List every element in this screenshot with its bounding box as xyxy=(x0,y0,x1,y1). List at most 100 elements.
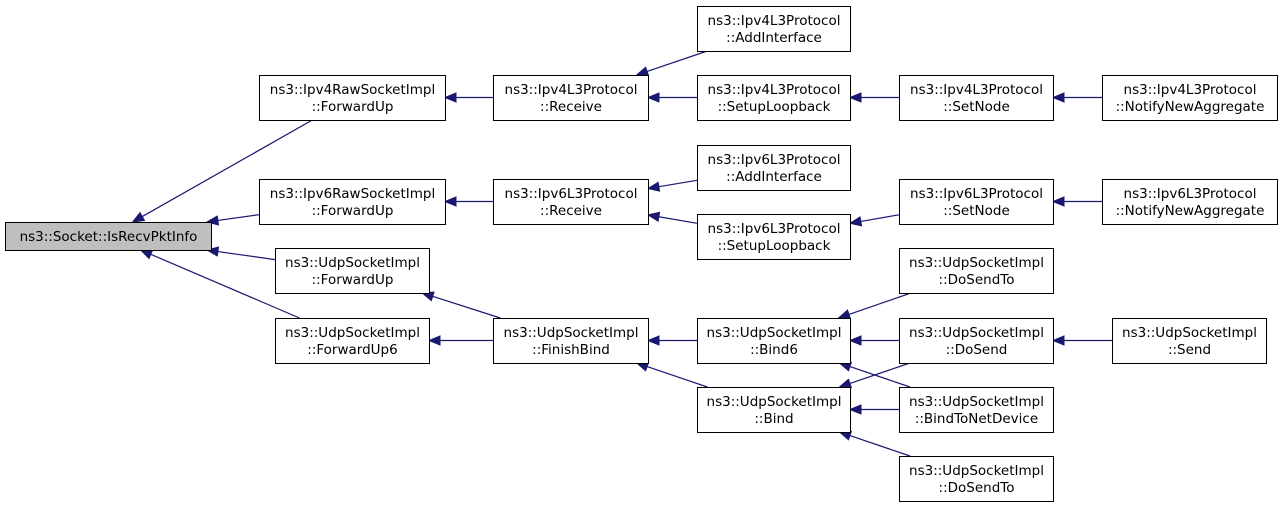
node-box[interactable] xyxy=(697,387,851,433)
node-box[interactable] xyxy=(259,179,446,225)
edge-udp_dosendto_a-to-udp_bind6 xyxy=(837,292,912,320)
node-label: ns3::Ipv6L3Protocol xyxy=(708,221,841,237)
node-ipv6raw_fwd[interactable]: ns3::Ipv6RawSocketImpl::ForwardUp xyxy=(259,179,446,225)
node-udp_dosendto_b[interactable]: ns3::UdpSocketImpl::DoSendTo xyxy=(899,456,1054,502)
node-box[interactable] xyxy=(1102,179,1278,225)
node-ipv6l3_notify[interactable]: ns3::Ipv6L3Protocol::NotifyNewAggregate xyxy=(1102,179,1278,225)
node-box[interactable] xyxy=(275,248,430,294)
node-label: ::SetupLoopback xyxy=(718,238,831,254)
node-root[interactable]: ns3::Socket::IsRecvPktInfo xyxy=(5,222,212,251)
node-box[interactable] xyxy=(275,318,430,364)
node-label: ::NotifyNewAggregate xyxy=(1116,99,1265,115)
edge-udp_bindtonet-to-udp_bind xyxy=(848,404,899,415)
edge-line xyxy=(141,119,313,218)
node-label: ::Bind6 xyxy=(750,342,798,358)
node-box[interactable] xyxy=(697,318,851,364)
node-ipv4l3_recv[interactable]: ns3::Ipv4L3Protocol::Receive xyxy=(493,75,649,121)
node-label: ns3::UdpSocketImpl xyxy=(1122,325,1257,341)
edge-udp_dosend-to-udp_bind6 xyxy=(848,335,899,346)
node-udp_dosend[interactable]: ns3::UdpSocketImpl::DoSend xyxy=(899,318,1054,364)
node-box[interactable] xyxy=(899,387,1054,433)
node-ipv6l3_setnode[interactable]: ns3::Ipv6L3Protocol::SetNode xyxy=(899,179,1054,225)
node-box[interactable] xyxy=(899,75,1054,121)
node-label: ::Send xyxy=(1168,342,1211,358)
node-label: ::NotifyNewAggregate xyxy=(1116,203,1265,219)
node-label: ns3::UdpSocketImpl xyxy=(909,325,1044,341)
node-label: ::SetupLoopback xyxy=(718,99,831,115)
node-label: ns3::Ipv4L3Protocol xyxy=(708,13,841,29)
node-ipv6l3_recv[interactable]: ns3::Ipv6L3Protocol::Receive xyxy=(493,179,649,225)
node-ipv4l3_notify[interactable]: ns3::Ipv4L3Protocol::NotifyNewAggregate xyxy=(1102,75,1278,121)
edge-udp_bind6-to-udp_finishbind xyxy=(646,335,697,346)
node-ipv6l3_setuplo[interactable]: ns3::Ipv6L3Protocol::SetupLoopback xyxy=(697,214,851,260)
edge-line xyxy=(860,214,900,222)
edge-line xyxy=(658,179,698,188)
node-label: ns3::UdpSocketImpl xyxy=(285,255,420,271)
edge-udp_dosendto_b-to-udp_bind xyxy=(838,430,911,457)
node-label: ns3::UdpSocketImpl xyxy=(504,325,639,341)
edge-line xyxy=(646,365,708,388)
node-label: ns3::UdpSocketImpl xyxy=(909,255,1044,271)
arrowhead-icon xyxy=(848,92,862,103)
node-box[interactable] xyxy=(5,222,212,251)
edges-layer xyxy=(131,50,1112,457)
edge-line xyxy=(849,434,911,457)
arrowhead-icon xyxy=(646,335,660,346)
node-udp_bind6[interactable]: ns3::UdpSocketImpl::Bind6 xyxy=(697,318,851,364)
edge-ipv6l3_addif-to-ipv6l3_recv xyxy=(646,179,698,192)
node-box[interactable] xyxy=(899,318,1054,364)
node-label: ns3::Ipv4L3Protocol xyxy=(910,82,1043,98)
node-box[interactable] xyxy=(493,318,649,364)
node-label: ::ForwardUp xyxy=(312,99,394,115)
edge-ipv4l3_recv-to-ipv4raw_fwd xyxy=(443,92,493,103)
edge-line xyxy=(150,253,300,319)
node-ipv4l3_setnode[interactable]: ns3::Ipv4L3Protocol::SetNode xyxy=(899,75,1054,121)
node-label: ns3::Ipv6L3Protocol xyxy=(1124,186,1257,202)
node-label: ns3::Ipv4L3Protocol xyxy=(505,82,638,98)
edge-ipv4raw_fwd-to-root xyxy=(131,119,313,223)
node-box[interactable] xyxy=(697,145,851,191)
edge-ipv6l3_notify-to-ipv6l3_setnode xyxy=(1051,196,1102,207)
edge-udp_send-to-udp_dosend xyxy=(1051,335,1112,346)
node-udp_bindtonet[interactable]: ns3::UdpSocketImpl::BindToNetDevice xyxy=(899,387,1054,433)
node-box[interactable] xyxy=(493,75,649,121)
edge-ipv6l3_recv-to-ipv6raw_fwd xyxy=(443,196,493,207)
node-ipv4raw_fwd[interactable]: ns3::Ipv4RawSocketImpl::ForwardUp xyxy=(259,75,446,121)
edge-line xyxy=(646,50,708,73)
node-ipv4l3_addif[interactable]: ns3::Ipv4L3Protocol::AddInterface xyxy=(697,6,851,52)
edge-ipv4l3_notify-to-ipv4l3_setnode xyxy=(1051,92,1102,103)
arrowhead-icon xyxy=(1051,335,1065,346)
node-box[interactable] xyxy=(259,75,446,121)
node-ipv6l3_addif[interactable]: ns3::Ipv6L3Protocol::AddInterface xyxy=(697,145,851,191)
arrowhead-icon xyxy=(848,335,862,346)
node-udp_dosendto_a[interactable]: ns3::UdpSocketImpl::DoSendTo xyxy=(899,248,1054,294)
node-box[interactable] xyxy=(1112,318,1267,364)
node-box[interactable] xyxy=(697,214,851,260)
node-udp_fwd6[interactable]: ns3::UdpSocketImpl::ForwardUp6 xyxy=(275,318,430,364)
node-box[interactable] xyxy=(899,248,1054,294)
node-udp_bind[interactable]: ns3::UdpSocketImpl::Bind xyxy=(697,387,851,433)
node-box[interactable] xyxy=(1102,75,1278,121)
edge-udp_bind-to-udp_finishbind xyxy=(635,361,708,388)
node-label: ::Receive xyxy=(540,99,602,115)
node-label: ns3::UdpSocketImpl xyxy=(707,394,842,410)
node-label: ns3::Ipv4RawSocketImpl xyxy=(270,82,435,98)
node-box[interactable] xyxy=(899,456,1054,502)
node-label: ::Bind xyxy=(754,411,793,427)
node-box[interactable] xyxy=(493,179,649,225)
node-udp_send[interactable]: ns3::UdpSocketImpl::Send xyxy=(1112,318,1267,364)
node-box[interactable] xyxy=(697,6,851,52)
node-box[interactable] xyxy=(697,75,851,121)
node-box[interactable] xyxy=(899,179,1054,225)
node-udp_finishbind[interactable]: ns3::UdpSocketImpl::FinishBind xyxy=(493,318,649,364)
node-label: ns3::UdpSocketImpl xyxy=(909,394,1044,410)
edge-ipv4l3_setnode-to-ipv4l3_setuplo xyxy=(848,92,899,103)
edge-ipv4l3_setuplo-to-ipv4l3_recv xyxy=(646,92,697,103)
node-ipv4l3_setuplo[interactable]: ns3::Ipv4L3Protocol::SetupLoopback xyxy=(697,75,851,121)
arrowhead-icon xyxy=(1051,92,1065,103)
edge-ipv6l3_setnode-to-ipv6l3_setuplo xyxy=(848,214,900,227)
node-label: ns3::Ipv6L3Protocol xyxy=(708,152,841,168)
node-udp_fwd[interactable]: ns3::UdpSocketImpl::ForwardUp xyxy=(275,248,430,294)
arrowhead-icon xyxy=(838,378,853,389)
